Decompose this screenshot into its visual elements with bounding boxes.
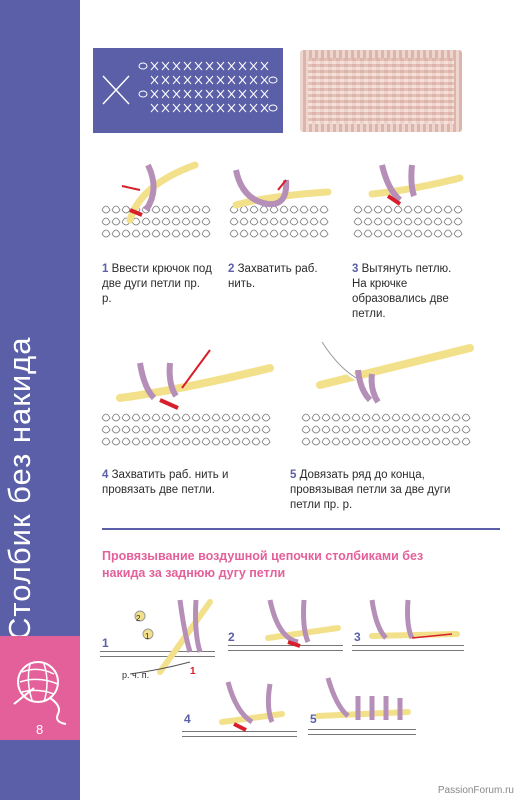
chain-step-2-label: 2 bbox=[228, 630, 235, 644]
chain-step-2-illustration bbox=[228, 599, 343, 651]
page-number: 8 bbox=[36, 722, 44, 737]
single-crochet-symbol-chart bbox=[102, 61, 278, 113]
crochet-sample-photo bbox=[300, 50, 462, 132]
step-1-illustration bbox=[101, 161, 211, 238]
chain-step-1-illustration bbox=[100, 599, 215, 675]
step-2-illustration bbox=[229, 169, 332, 238]
chain-step-4-illustration bbox=[182, 681, 297, 737]
chain-label: р. ч. п. bbox=[122, 670, 150, 680]
yarn-ball-block bbox=[0, 636, 80, 740]
section-title: Провязывание воздушной цепочки столбикам… bbox=[102, 549, 424, 580]
symbol-chart-box bbox=[93, 48, 283, 133]
step-2-caption: 2 Захватить раб. нить. bbox=[228, 263, 318, 290]
arrow-marker-2: 2 bbox=[136, 614, 141, 623]
step-1-caption: 1 Ввести крючок под две дуги петли пр. р… bbox=[102, 263, 212, 305]
step-4-caption: 4 Захватить раб. нить и провязать две пе… bbox=[102, 469, 229, 496]
chain-step-3-label: 3 bbox=[354, 630, 361, 644]
sidebar bbox=[0, 0, 80, 636]
chain-step-5-illustration bbox=[308, 677, 416, 735]
step-3-illustration bbox=[353, 164, 464, 238]
yarn-ball-icon bbox=[13, 661, 67, 725]
chain-step-1-label: 1 bbox=[102, 636, 109, 650]
chain-step-5-label: 5 bbox=[310, 712, 317, 726]
watermark: PassionForum.ru bbox=[437, 785, 514, 796]
vertical-title: Столбик без накида bbox=[2, 336, 37, 641]
step-5-illustration bbox=[301, 340, 474, 446]
step-5-caption: 5 Довязать ряд до конца, провязывая петл… bbox=[290, 469, 451, 511]
red-marker: 1 bbox=[190, 666, 196, 677]
footer-block bbox=[0, 740, 80, 800]
chain-step-3-illustration bbox=[352, 599, 464, 651]
arrow-marker-1: 1 bbox=[145, 632, 150, 641]
step-4-illustration bbox=[101, 349, 274, 446]
section-divider bbox=[102, 528, 500, 530]
chain-step-4-label: 4 bbox=[184, 712, 191, 726]
step-3-caption: 3 Вытянуть петлю. На крючке образовались… bbox=[352, 263, 452, 320]
